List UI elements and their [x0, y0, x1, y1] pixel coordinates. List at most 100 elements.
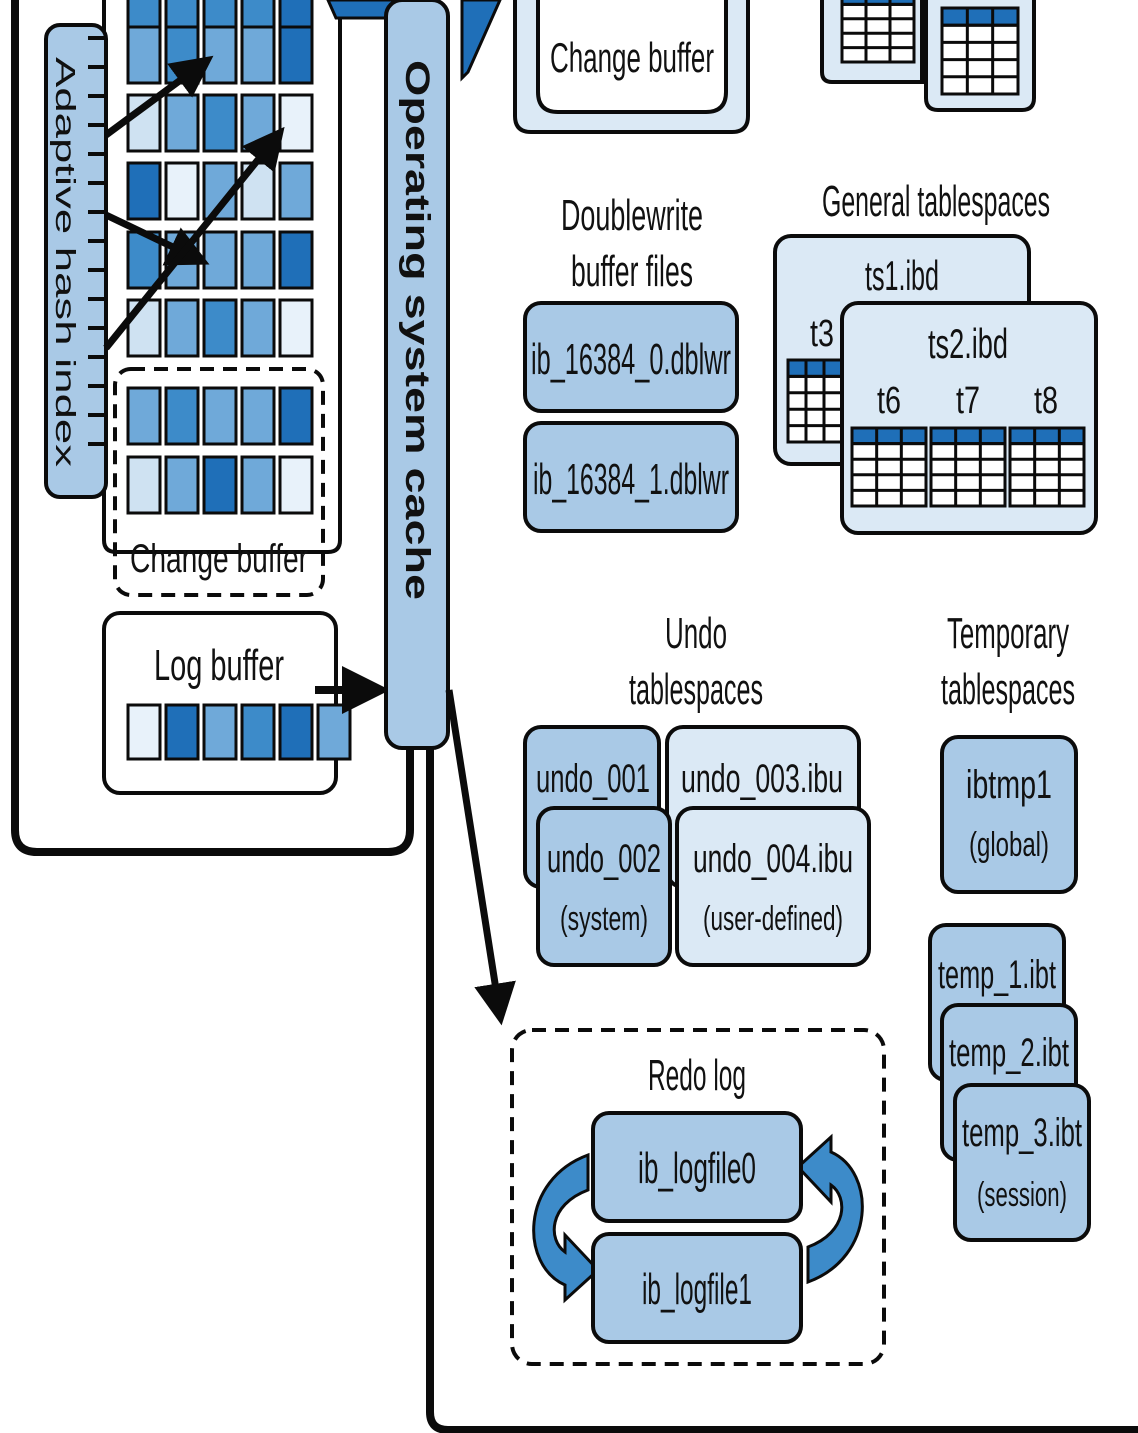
buffer-pool-page	[126, 455, 162, 515]
log-buffer-cell	[240, 703, 276, 761]
buffer-pool-page	[202, 298, 238, 358]
buffer-pool-page	[126, 386, 162, 446]
temp-session-note: (session)	[977, 1176, 1067, 1214]
os-cache-label: Operating system cache	[398, 60, 436, 600]
ts1-t3-label: t3	[810, 313, 834, 355]
os-cache-column: Operating system cache	[384, 0, 450, 750]
log-buffer-cell	[164, 703, 200, 761]
top-table-b-header	[940, 6, 1020, 27]
ib-logfile1-label: ib_logfile1	[642, 1265, 752, 1314]
ts2-table-2-header	[929, 426, 1007, 446]
buffer-pool-page	[126, 25, 162, 85]
ts2-table-2	[929, 426, 1007, 508]
file-per-table-fragment	[820, 0, 1036, 112]
buffer-pool-page	[202, 93, 238, 153]
adaptive-hash-index-label: Adaptive hash index	[50, 57, 81, 467]
buffer-pool-page	[278, 161, 314, 221]
change-buffer-label: Change buffer	[130, 537, 308, 581]
adaptive-hash-index: Adaptive hash index	[44, 23, 108, 499]
t3-table	[786, 358, 844, 444]
buffer-pool-page	[278, 93, 314, 153]
redo-log-section: Redo log ib_logfile0 ib_logfile1	[510, 1028, 886, 1366]
doublewrite-title-1: Doublewrite	[561, 191, 703, 240]
buffer-pool-page	[240, 455, 276, 515]
buffer-pool-page	[202, 230, 238, 290]
log-buffer-cell	[316, 703, 352, 761]
top-table-b	[940, 6, 1020, 96]
buffer-pool-page	[126, 298, 162, 358]
general-tablespaces-section: General tablespaces ts1.ibd t3 ts2.ibd t…	[773, 177, 1098, 535]
buffer-pool-page	[164, 298, 200, 358]
ts2-table-1	[850, 426, 928, 508]
log-buffer-cell	[202, 703, 238, 761]
undo-001-label: undo_001	[536, 757, 650, 801]
doublewrite-file-0-label: ib_16384_0.dblwr	[531, 335, 731, 384]
temp-3-file	[953, 1083, 1091, 1242]
ts2-table-3	[1008, 426, 1086, 508]
disk-outer-border	[426, 748, 1138, 1433]
buffer-pool-page	[278, 230, 314, 290]
redo-left-cycle-arrow	[532, 1152, 601, 1304]
ts1-label: ts1.ibd	[865, 252, 939, 299]
undo-004-note: (user-defined)	[703, 900, 843, 938]
ts2-table-1-header	[850, 426, 928, 446]
buffer-pool-page	[278, 386, 314, 446]
buffer-pool-page	[202, 386, 238, 446]
buffer-pool-page	[240, 298, 276, 358]
buffer-pool-page	[240, 25, 276, 85]
top-table-a-body	[840, 0, 916, 64]
buffer-pool-page	[240, 386, 276, 446]
buffer-pool-page	[164, 161, 200, 221]
buffer-pool-frame	[102, 0, 342, 554]
doublewrite-title-2: buffer files	[571, 247, 693, 296]
top-blue-arrow	[460, 0, 502, 82]
buffer-pool-page	[164, 93, 200, 153]
buffer-pool-page	[278, 298, 314, 358]
redo-log-region	[510, 1028, 886, 1366]
undo-title-1: Undo	[665, 609, 727, 658]
temporary-section: Temporary tablespaces ibtmp1 (global) te…	[928, 609, 1091, 1242]
buffer-pool-page	[202, 455, 238, 515]
temp-1-label: temp_1.ibt	[938, 953, 1056, 997]
doublewrite-file-1	[523, 421, 739, 533]
doublewrite-file-1-label: ib_16384_1.dblwr	[533, 455, 729, 504]
temporary-title-1: Temporary	[947, 609, 1069, 658]
ts2-table-3-header	[1008, 426, 1086, 446]
top-table-a	[840, 0, 916, 64]
t3-table-header	[786, 358, 844, 378]
log-buffer-cell	[126, 703, 162, 761]
buffer-pool-page	[278, 25, 314, 85]
doublewrite-section: Doublewrite buffer files ib_16384_0.dblw…	[523, 191, 739, 533]
buffer-pool-page	[278, 455, 314, 515]
ib-logfile0-label: ib_logfile0	[638, 1144, 756, 1193]
undo-004-label: undo_004.ibu	[693, 837, 853, 881]
change-buffer-region	[113, 367, 325, 597]
undo-004-file	[675, 806, 871, 967]
general-tablespaces-title: General tablespaces	[822, 177, 1050, 226]
undo-section: Undo tablespaces undo_001 undo_003.ibu u…	[523, 609, 871, 967]
ts2-t7-label: t7	[956, 380, 980, 422]
ts2-t8-label: t8	[1034, 380, 1058, 422]
system-tablespace-fragment: Change buffer	[513, 0, 750, 134]
buffer-pool-page	[202, 25, 238, 85]
undo-002-label: undo_002	[547, 837, 661, 881]
ibtmp1-label: ibtmp1	[966, 763, 1052, 807]
redo-right-cycle-arrow	[795, 1133, 864, 1285]
buffer-pool-page	[240, 230, 276, 290]
buffer-pool-page	[164, 386, 200, 446]
ib-logfile0-file	[591, 1111, 803, 1223]
log-buffer: Log buffer	[102, 611, 352, 795]
undo-002-file	[536, 806, 672, 967]
temp-2-label: temp_2.ibt	[949, 1031, 1069, 1075]
undo-title-2: tablespaces	[629, 665, 763, 714]
temp-3-label: temp_3.ibt	[962, 1111, 1082, 1155]
ibtmp1-file	[940, 735, 1078, 894]
os-to-redo-arrow	[445, 689, 516, 1026]
hash-arrows	[103, 55, 285, 351]
top-change-buffer-label: Change buffer	[550, 34, 714, 81]
ibtmp1-note: (global)	[969, 826, 1049, 864]
log-buffer-label: Log buffer	[154, 641, 284, 690]
in-memory-region: Adaptive hash index Change buffer Log bu…	[11, 0, 414, 856]
ts2-label: ts2.ibd	[928, 320, 1008, 367]
